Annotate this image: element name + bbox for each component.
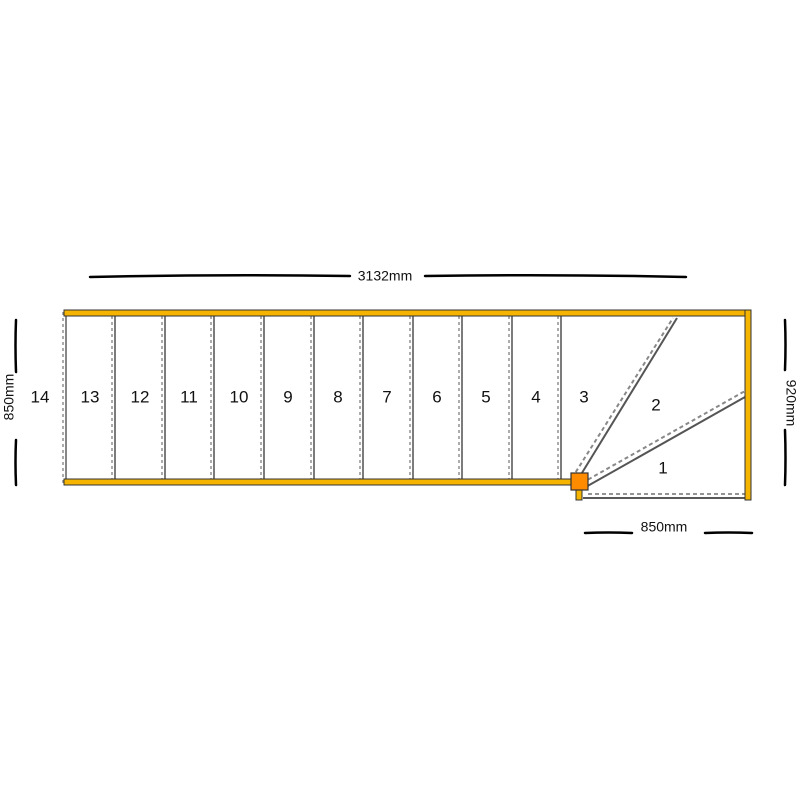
step-number: 12 [131, 387, 150, 406]
step-number: 10 [230, 387, 249, 406]
step-number: 5 [481, 387, 490, 406]
dimension-bottom-width-label: 850mm [641, 519, 688, 535]
stringer-top [63, 309, 752, 317]
dimension-total-length-label: 3132mm [358, 268, 412, 284]
step-number: 11 [180, 387, 198, 406]
dimension-left-width-label: 850mm [1, 374, 17, 421]
step-numbers: 14 13 12 11 10 9 8 7 6 5 4 3 2 1 [31, 387, 668, 477]
step-number: 14 [31, 387, 50, 406]
step-number: 2 [651, 395, 660, 414]
dimension-top: 3132mm [88, 268, 688, 284]
winder-lines [571, 317, 746, 489]
step-number: 4 [531, 387, 540, 406]
step-number: 8 [333, 387, 342, 406]
newel-post [570, 472, 589, 491]
step-number: 13 [81, 387, 100, 406]
dimension-right: 920mm [783, 318, 799, 487]
step-number: 9 [283, 387, 292, 406]
dimension-right-width-label: 920mm [783, 380, 799, 427]
step-number: 6 [432, 387, 441, 406]
step-number: 3 [579, 387, 588, 406]
stringer-right [744, 309, 752, 501]
tread-divisions [62, 310, 562, 484]
dimension-left: 850mm [1, 318, 18, 487]
dimension-bottom: 850mm [583, 519, 754, 535]
stringer-bottom [63, 478, 579, 486]
step-number: 1 [658, 458, 667, 477]
step-number: 7 [382, 387, 391, 406]
